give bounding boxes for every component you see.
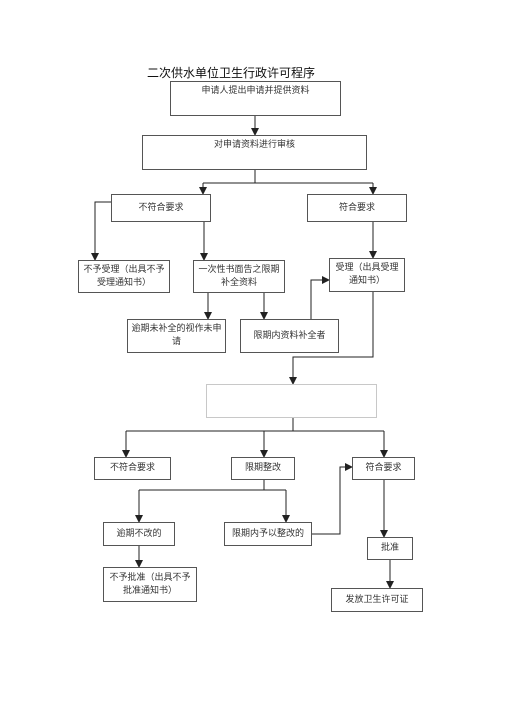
meet-box-1: 符合要求 bbox=[307, 194, 407, 222]
page-title: 二次供水单位卫生行政许可程序 bbox=[147, 66, 316, 80]
rectified-box: 限期内予以整改的 bbox=[224, 522, 312, 546]
deny-box: 不予批准（出具不予批准通知书） bbox=[103, 567, 197, 602]
apply-box: 申请人提出申请并提供资料 bbox=[170, 81, 341, 116]
rectify-box: 限期整改 bbox=[231, 457, 295, 480]
accept-box: 受理（出具受理通知书） bbox=[329, 258, 405, 292]
not-accept-box: 不予受理（出具不予受理通知书） bbox=[78, 260, 170, 293]
approve-box: 批准 bbox=[367, 537, 413, 560]
not-meet-box-2: 不符合要求 bbox=[94, 457, 171, 480]
not-meet-box-1: 不符合要求 bbox=[111, 194, 211, 222]
overdue-rectify-box: 逾期不改的 bbox=[103, 522, 175, 546]
notify-once-box: 一次性书面告之限期补全资料 bbox=[193, 260, 285, 293]
review-box: 对申请资料进行审核 bbox=[142, 135, 367, 170]
overdue-materials-box: 逾期未补全的视作未申请 bbox=[127, 319, 226, 353]
meet-box-2: 符合要求 bbox=[352, 457, 415, 480]
supplemented-box: 限期内资料补全者 bbox=[240, 319, 339, 353]
inspection-box bbox=[206, 384, 377, 418]
issue-license-box: 发放卫生许可证 bbox=[331, 588, 423, 612]
